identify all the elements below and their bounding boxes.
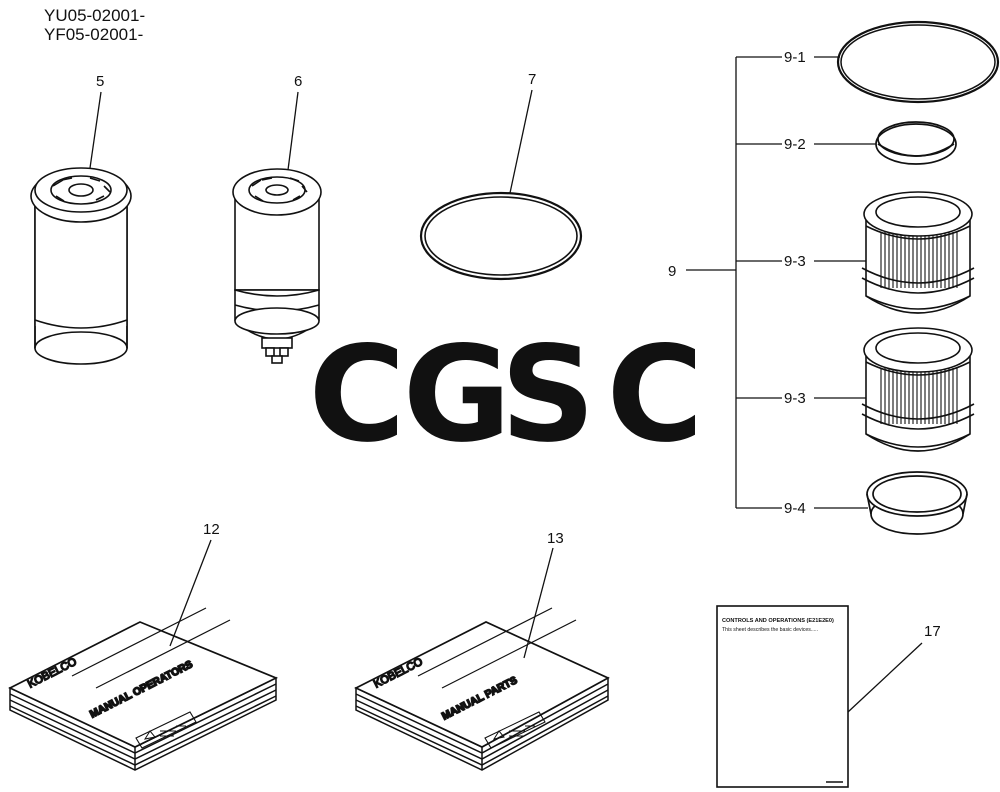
leader-lines: [89, 89, 923, 713]
instruction-sheet-illustration: CONTROLS AND OPERATIONS (E21E2E0) This s…: [716, 605, 849, 788]
fuel-filter-illustration: [232, 168, 322, 364]
parts-manual-illustration: KOBELCO MANUAL PARTS: [354, 607, 610, 771]
watermark-letter-g: G: [403, 318, 511, 472]
callout-12: 12: [203, 521, 220, 538]
operators-manual-illustration: KOBELCO MANUAL OPERATORS: [8, 607, 279, 771]
kit-seal-illustration: [866, 471, 968, 535]
callout-9: 9: [668, 263, 676, 280]
callout-6: 6: [294, 73, 302, 90]
watermark-letter-s: S: [500, 318, 595, 472]
kit-o-ring-illustration: [836, 20, 1000, 104]
o-ring-illustration: [419, 191, 583, 281]
serial-number-2: YF05-02001-: [44, 25, 144, 44]
callout-7: 7: [528, 71, 536, 88]
callout-9-3-b: 9-3: [784, 390, 806, 407]
callout-5: 5: [96, 73, 104, 90]
serial-number-1: YU05-02001-: [44, 6, 146, 25]
oil-filter-illustration: [30, 167, 132, 365]
kit-element-b-illustration: [861, 327, 975, 452]
callout-9-3-a: 9-3: [784, 253, 806, 270]
callout-labels: 5 6 7 9 9-1 9-2 9-3 9-3 9-4 12 13 17: [96, 49, 941, 640]
cgsc-watermark: C G S C: [309, 318, 704, 472]
watermark-letter-c1: C: [309, 318, 406, 472]
callout-13: 13: [547, 530, 564, 547]
instruction-sheet-heading: CONTROLS AND OPERATIONS (E21E2E0): [722, 618, 834, 624]
callout-9-1: 9-1: [784, 49, 806, 66]
callout-9-2: 9-2: [784, 136, 806, 153]
kit-ring-illustration: [875, 121, 957, 165]
callout-9-4: 9-4: [784, 500, 806, 517]
callout-17: 17: [924, 623, 941, 640]
kit-element-a-illustration: [861, 191, 975, 314]
instruction-sheet-body: This sheet describes the basic devices..…: [722, 627, 818, 633]
watermark-letter-c2: C: [607, 318, 704, 472]
element-kit-bracket: [686, 56, 877, 509]
